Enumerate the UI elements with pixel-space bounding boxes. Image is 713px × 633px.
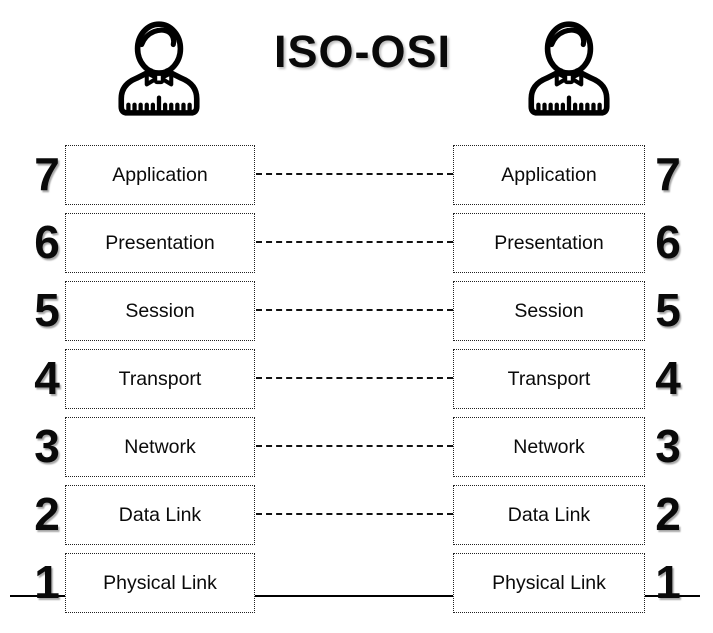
- layer-row-presentation: 6 Presentation Presentation 6: [0, 213, 713, 273]
- layer-box-right: Presentation: [453, 213, 645, 273]
- layer-label: Application: [501, 163, 597, 186]
- layer-label: Transport: [507, 367, 591, 390]
- layer-number-left: 3: [34, 420, 60, 472]
- layer-box-left: Network: [65, 417, 255, 477]
- layer-box-left: Presentation: [65, 213, 255, 273]
- layer-row-network: 3 Network Network 3: [0, 417, 713, 477]
- layer-label: Presentation: [105, 231, 215, 254]
- layer-label: Data Link: [118, 503, 202, 526]
- layer-label: Session: [125, 299, 195, 322]
- layer-row-session: 5 Session Session 5: [0, 281, 713, 341]
- layer-row-transport: 4 Transport Transport 4: [0, 349, 713, 409]
- layer-label: Transport: [118, 367, 202, 390]
- layer-connector: [256, 445, 453, 447]
- layer-label: Network: [513, 435, 585, 458]
- physical-medium-line: [10, 595, 700, 597]
- layer-number-left: 1: [34, 556, 60, 608]
- layer-number-left: 5: [34, 284, 60, 336]
- layer-box-right: Session: [453, 281, 645, 341]
- layer-connector: [256, 377, 453, 379]
- layer-label: Application: [112, 163, 208, 186]
- layer-number-left: 6: [34, 216, 60, 268]
- layer-box-right: Application: [453, 145, 645, 205]
- person-icon: [518, 12, 620, 124]
- layer-box-right: Network: [453, 417, 645, 477]
- layer-number-right: 6: [655, 216, 681, 268]
- layer-connector: [256, 309, 453, 311]
- layer-label: Physical Link: [492, 571, 606, 594]
- layer-connector: [256, 173, 453, 175]
- layer-label: Physical Link: [103, 571, 217, 594]
- layer-number-right: 1: [655, 556, 681, 608]
- layer-number-left: 2: [34, 488, 60, 540]
- layer-box-right: Physical Link: [453, 553, 645, 613]
- layer-row-application: 7 Application Application 7: [0, 145, 713, 205]
- layer-label: Network: [124, 435, 196, 458]
- layer-number-right: 4: [655, 352, 681, 404]
- layer-box-left: Data Link: [65, 485, 255, 545]
- layer-connector: [256, 513, 453, 515]
- layer-number-right: 5: [655, 284, 681, 336]
- layer-box-right: Data Link: [453, 485, 645, 545]
- layer-label: Data Link: [507, 503, 591, 526]
- layer-box-left: Application: [65, 145, 255, 205]
- layer-number-right: 2: [655, 488, 681, 540]
- layer-number-left: 7: [34, 148, 60, 200]
- layer-label: Session: [514, 299, 584, 322]
- layer-connector: [256, 241, 453, 243]
- layer-number-right: 7: [655, 148, 681, 200]
- layer-box-left: Transport: [65, 349, 255, 409]
- layer-number-left: 4: [34, 352, 60, 404]
- diagram-title: ISO-OSI: [273, 26, 452, 77]
- layer-row-datalink: 2 Data Link Data Link 2: [0, 485, 713, 545]
- layer-row-physical: 1 Physical Link Physical Link 1: [0, 553, 713, 613]
- layer-number-right: 3: [655, 420, 681, 472]
- layer-box-left: Physical Link: [65, 553, 255, 613]
- layer-box-right: Transport: [453, 349, 645, 409]
- person-icon: [108, 12, 210, 124]
- layer-box-left: Session: [65, 281, 255, 341]
- layer-label: Presentation: [494, 231, 604, 254]
